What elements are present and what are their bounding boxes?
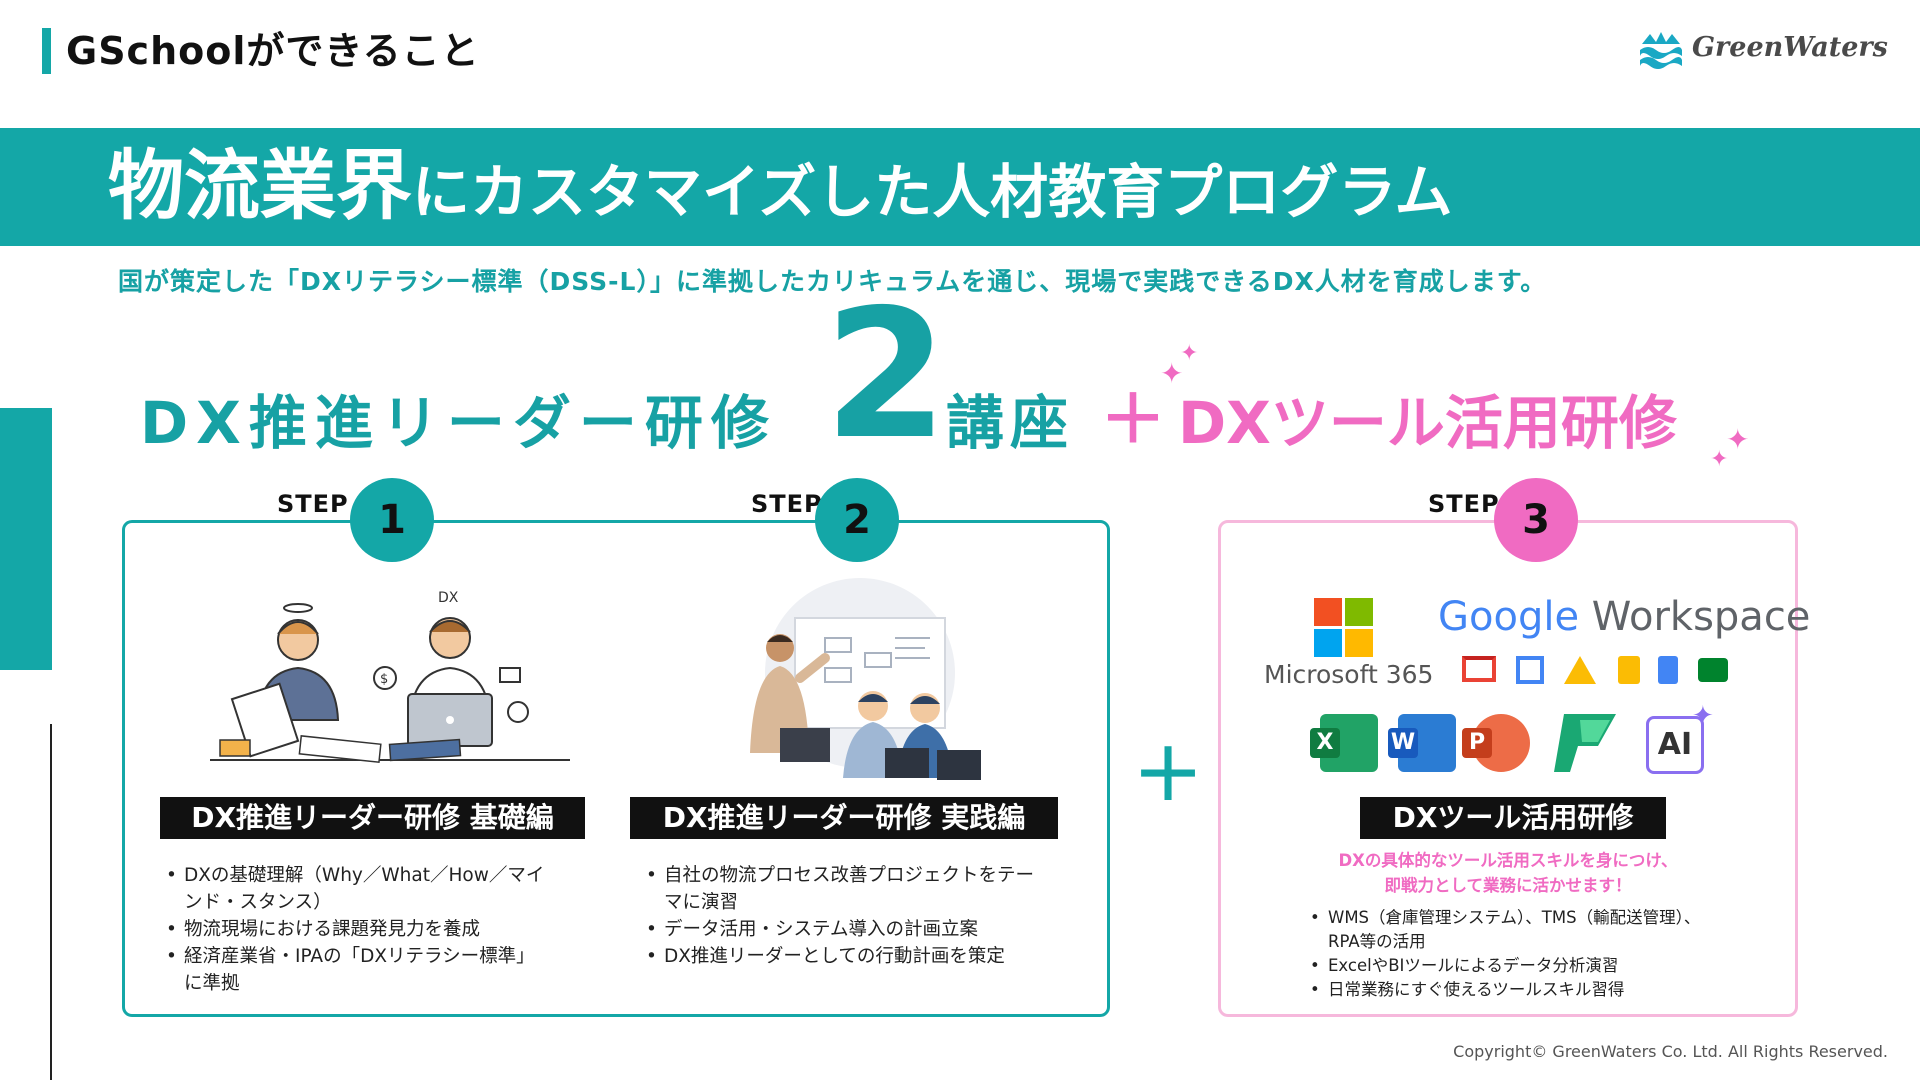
microsoft-365-label: Microsoft 365 — [1264, 660, 1434, 689]
subtitle: 国が策定した「DXリテラシー標準（DSS-L）」に準拠したカリキュラムを通じ、現… — [118, 267, 1547, 296]
list-item: RPA等の活用 — [1308, 930, 1778, 954]
banner-title-rest: にカスタマイズした人材教育プログラム — [412, 158, 1453, 226]
step-label: STEP — [751, 490, 823, 518]
powerpoint-icon: P — [1462, 714, 1532, 772]
headline-tool-course: DXツール活用研修 — [1178, 389, 1677, 457]
plus-icon: + — [1132, 721, 1205, 821]
excel-icon: X — [1310, 714, 1380, 772]
list-item: ExcelやBIツールによるデータ分析演習 — [1308, 954, 1778, 978]
tool-course-bullets: WMS（倉庫管理システム）、TMS（輸配送管理）、 RPA等の活用 Excelや… — [1308, 906, 1778, 1002]
presentation-illustration — [750, 578, 981, 780]
title-banner: 物流業界にカスタマイズした人材教育プログラム — [0, 128, 1920, 246]
banner-title-emphasis: 物流業界 — [108, 141, 412, 230]
headline-plus: ＋ — [1100, 381, 1166, 458]
list-item: ンド・スタンス） — [164, 889, 604, 916]
step-label: STEP — [277, 490, 349, 518]
list-item: DXの基礎理解（Why／What／How／マイ — [164, 862, 604, 889]
step-number-badge: 1 — [350, 478, 434, 562]
list-item: マに演習 — [644, 889, 1084, 916]
headline-course-count: 2 — [824, 271, 948, 478]
basic-course-bullets: DXの基礎理解（Why／What／How／マイ ンド・スタンス） 物流現場におけ… — [164, 862, 604, 997]
power-automate-icon — [1554, 714, 1616, 772]
list-item-continuation: RPA等の活用 — [1328, 932, 1426, 951]
office-workers-illustration: $ DX — [210, 590, 570, 763]
list-item: 物流現場における課題発見力を養成 — [164, 916, 604, 943]
list-item: 自社の物流プロセス改善プロジェクトをテー — [644, 862, 1084, 889]
microsoft-logo-icon — [1314, 598, 1374, 658]
meet-icon — [1698, 658, 1728, 682]
headline-course-unit: 講座 — [946, 389, 1075, 457]
svg-text:$: $ — [380, 672, 388, 687]
header-accent-bar — [42, 28, 51, 74]
company-logo: GreenWaters — [1636, 28, 1888, 74]
workspace-label: Workspace — [1591, 594, 1811, 640]
practice-course-bullets: 自社の物流プロセス改善プロジェクトをテー マに演習 データ活用・システム導入の計… — [644, 862, 1084, 970]
headline-leader-course: DX推進リーダー研修 — [140, 389, 777, 457]
sparkle-icon: ✦ — [1180, 341, 1199, 366]
tool-course-description: DXの具体的なツール活用スキルを身につけ、 即戦力として業務に活かせます！ — [1218, 848, 1798, 898]
list-item-continuation: に準拠 — [184, 973, 240, 994]
list-item: 経済産業省・IPAの「DXリテラシー標準」 — [164, 943, 604, 970]
docs-icon — [1658, 656, 1678, 684]
list-item-continuation: マに演習 — [664, 892, 739, 913]
crown-waves-icon — [1640, 32, 1682, 69]
side-accent-line — [50, 724, 52, 1080]
copyright: Copyright© GreenWaters Co. Ltd. All Righ… — [1453, 1042, 1888, 1061]
sparkle-icon: ✦ — [1692, 701, 1714, 731]
keep-icon — [1618, 656, 1640, 684]
sparkle-icon: ✦ — [1726, 423, 1750, 456]
step-number-badge: 3 — [1494, 478, 1578, 562]
course-label-tools: DXツール活用研修 — [1360, 797, 1666, 839]
list-item: WMS（倉庫管理システム）、TMS（輸配送管理）、 — [1308, 906, 1778, 930]
sparkle-icon: ✦ — [1160, 357, 1184, 390]
tool-course-description-line: DXの具体的なツール活用スキルを身につけ、 — [1338, 851, 1678, 870]
step-label: STEP — [1428, 490, 1500, 518]
list-item: 日常業務にすぐ使えるツールスキル習得 — [1308, 978, 1778, 1002]
side-accent-block — [0, 408, 52, 670]
calendar-icon — [1516, 656, 1544, 684]
svg-text:DX: DX — [438, 590, 459, 606]
gmail-icon — [1462, 656, 1496, 682]
list-item: に準拠 — [164, 970, 604, 997]
word-icon: W — [1388, 714, 1458, 772]
google-workspace-label: Google Workspace — [1438, 594, 1810, 640]
list-item: データ活用・システム導入の計画立案 — [644, 916, 1084, 943]
step-number-badge: 2 — [815, 478, 899, 562]
banner-title: 物流業界にカスタマイズした人材教育プログラム — [108, 134, 1453, 259]
drive-icon — [1564, 656, 1596, 684]
google-label: Google — [1438, 594, 1580, 640]
sparkle-icon: ✦ — [1710, 447, 1729, 472]
ai-icon: AI — [1646, 716, 1704, 774]
page-title: GSchoolができること — [66, 29, 480, 73]
list-item-continuation: ンド・スタンス） — [184, 892, 332, 913]
course-label-practice: DX推進リーダー研修 実践編 — [630, 797, 1058, 839]
logo-text: GreenWaters — [1692, 32, 1888, 63]
list-item: DX推進リーダーとしての行動計画を策定 — [644, 943, 1084, 970]
leader-course-card — [122, 520, 1110, 1017]
course-label-basic: DX推進リーダー研修 基礎編 — [160, 797, 585, 839]
tool-course-description-line: 即戦力として業務に活かせます！ — [1384, 876, 1632, 895]
